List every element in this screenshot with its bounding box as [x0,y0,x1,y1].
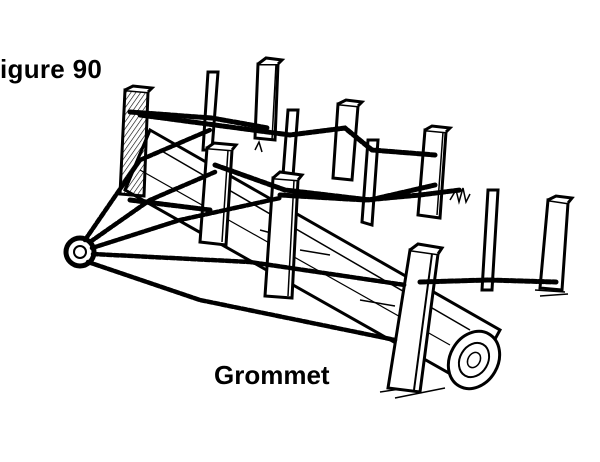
stake-back-5 [360,138,380,227]
stake-right-1 [480,188,500,292]
stake-right-2 [538,194,575,292]
grommet-assembly [63,127,408,343]
stake-front-4 [386,242,445,394]
log [123,127,503,391]
stake-front-2 [198,141,239,247]
stake-back-4 [331,98,366,182]
stake-back-6 [416,124,454,220]
stake-back-2 [253,56,286,142]
stake-back-1 [201,70,220,152]
grommet-label: Grommet [214,360,330,390]
figure-caption: igure 90 [0,54,103,84]
lashing-ropes [127,109,559,285]
